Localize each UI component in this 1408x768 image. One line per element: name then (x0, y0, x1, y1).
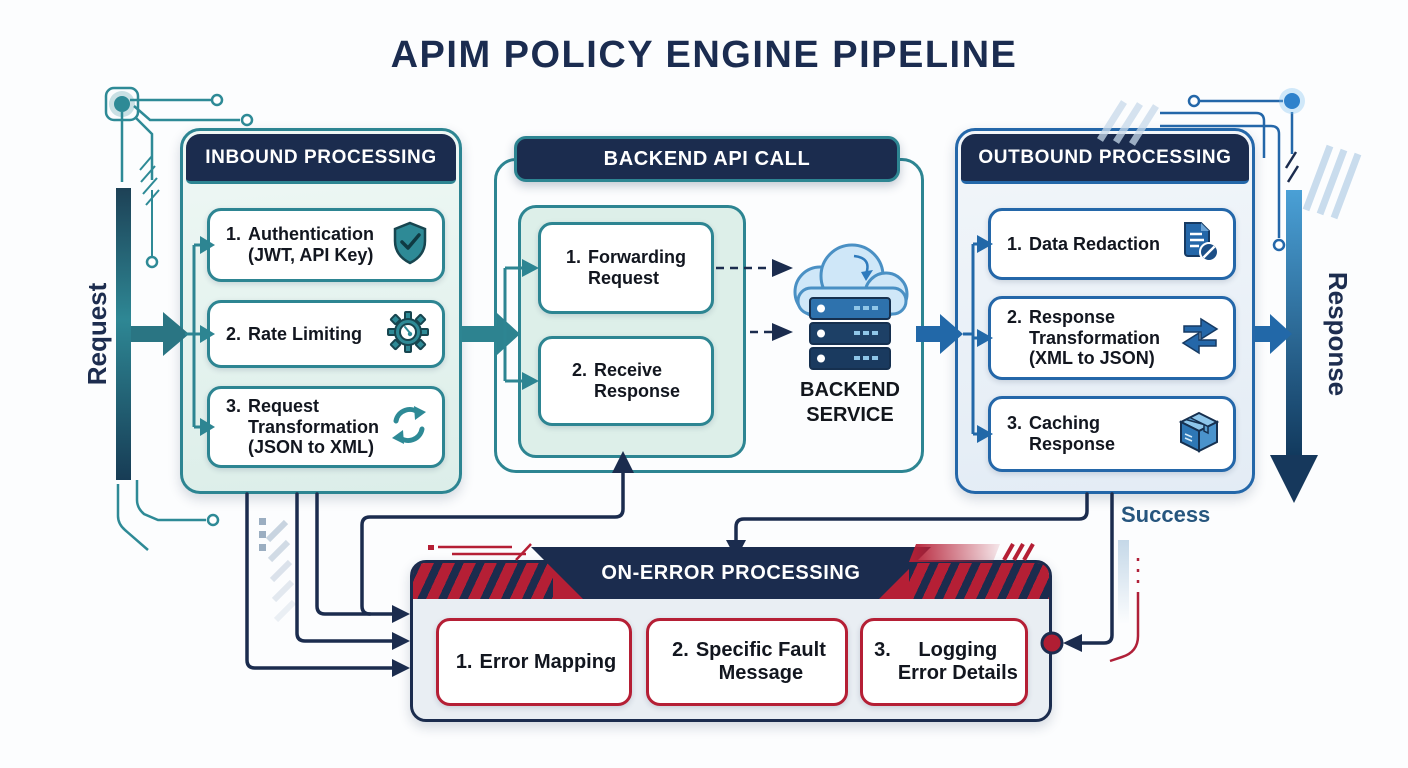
grey-hatch-decoration (259, 518, 297, 623)
outbound-to-response-arrow (1255, 314, 1292, 354)
backend-service-label: BACKEND SERVICE (800, 379, 900, 426)
shield-check-icon (390, 220, 430, 271)
hazard-stripes-left (413, 563, 553, 599)
outbound-step-data-redaction: 1. Data Redaction (988, 208, 1236, 280)
swap-arrows-icon (1179, 313, 1221, 364)
gear-icon (386, 310, 430, 359)
package-icon (1177, 410, 1221, 459)
inbound-step-rate-limiting: 2. Rate Limiting (207, 300, 445, 368)
doc-redaction-icon (1177, 219, 1221, 270)
backend-header: BACKEND API CALL (514, 136, 900, 182)
hazard-stripes-right (909, 563, 1049, 599)
request-arrow (116, 188, 189, 480)
backend-step-receive-response: 2. Receive Response (538, 336, 714, 426)
inbound-header: INBOUND PROCESSING (186, 134, 456, 184)
error-step-logging-error-details: 3. Logging Error Details (860, 618, 1028, 706)
outbound-step-response-transformation: 2. Response Transformation (XML to JSON) (988, 296, 1236, 380)
response-flow-label: Response (1323, 271, 1353, 397)
inbound-step-authentication: 1. Authentication (JWT, API Key) (207, 208, 445, 282)
outbound-step-caching-response: 3. Caching Response (988, 396, 1236, 472)
on-error-header: ON-ERROR PROCESSING (531, 547, 931, 599)
sync-icon (388, 403, 430, 452)
success-label: Success (1121, 502, 1211, 527)
outbound-header: OUTBOUND PROCESSING (961, 134, 1249, 184)
backend-step-forwarding-request: 1. Forwarding Request (538, 222, 714, 314)
inbound-step-request-transformation: 3. Request Transformation (JSON to XML) (207, 386, 445, 468)
response-arrow (1270, 190, 1318, 503)
error-step-error-mapping: 1. Error Mapping (436, 618, 632, 706)
error-step-specific-fault-message: 2. Specific Fault Message (646, 618, 848, 706)
page-title: APIM POLICY ENGINE PIPELINE (390, 34, 1018, 76)
request-flow-label: Request (82, 282, 112, 386)
